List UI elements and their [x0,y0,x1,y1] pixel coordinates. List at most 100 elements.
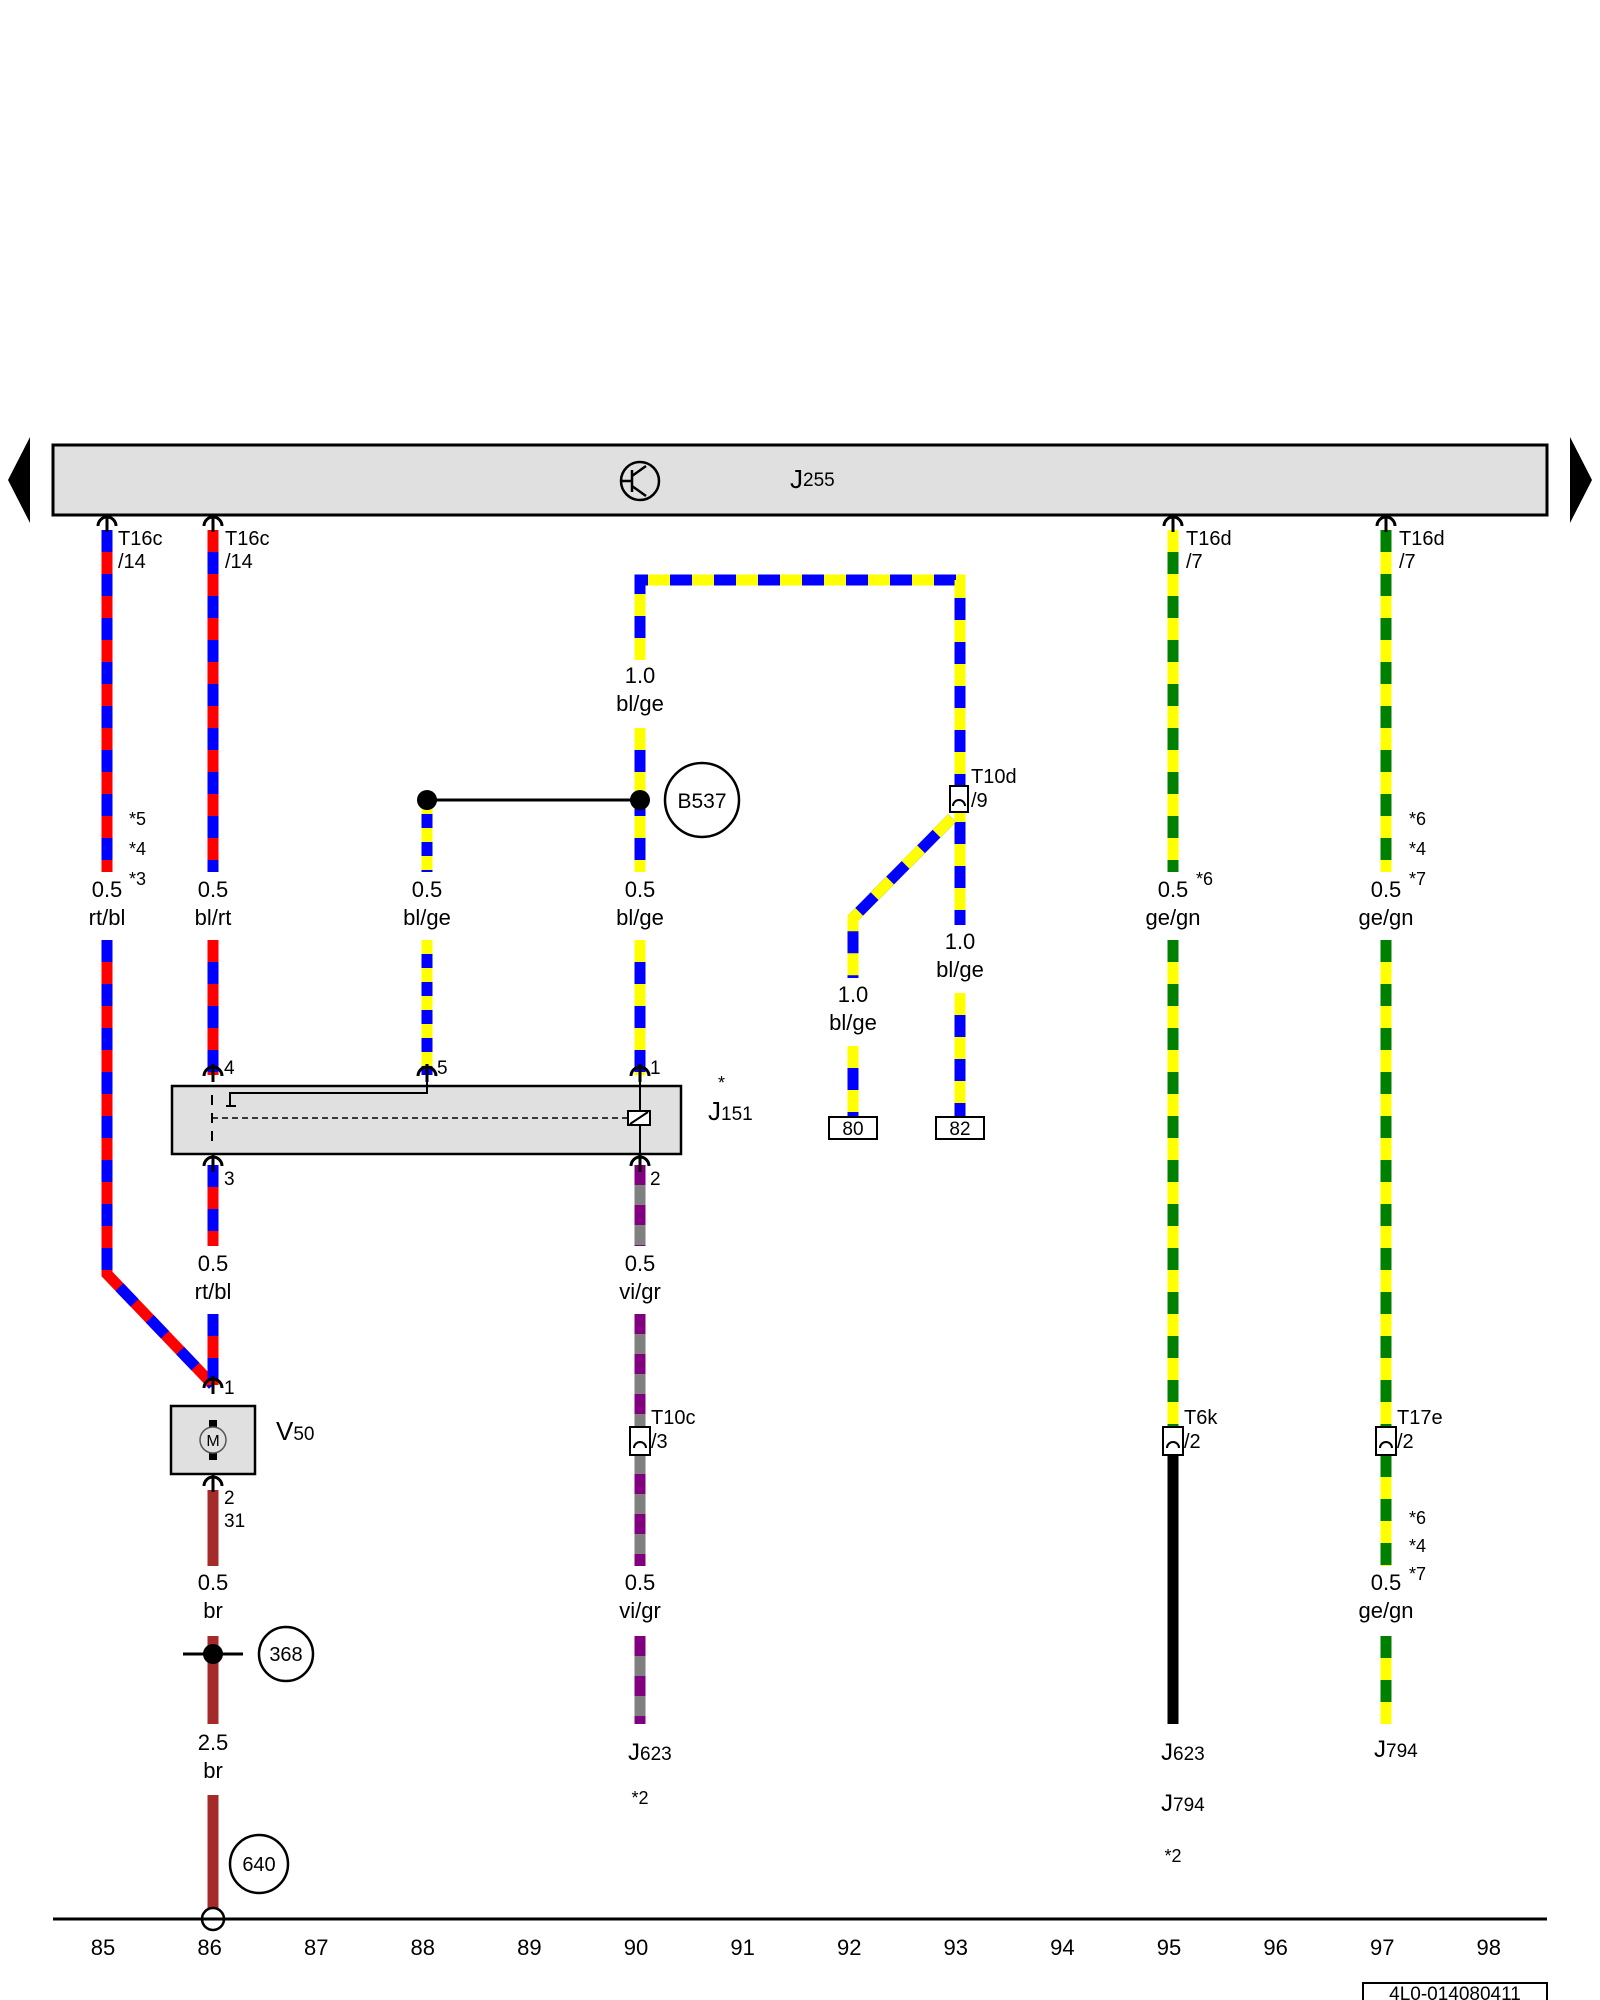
track-number: 85 [91,1935,115,1960]
svg-text:1.0: 1.0 [625,663,656,688]
connector-labels: T16c /14 T16c /14 T16d /7 T16d /7 T10d /… [118,528,1445,1453]
pin-t16c-a [96,514,118,532]
reference-80: 80 [828,1116,878,1140]
svg-text:bl/rt: bl/rt [195,905,232,930]
connector-t10c-pin: /3 [651,1431,668,1453]
inline-connector-t6k [1162,1426,1184,1456]
svg-text:0.5: 0.5 [412,877,443,902]
svg-text:5: 5 [437,1058,448,1079]
svg-text:*6: *6 [1196,869,1213,889]
footnotes: *5 *4 *3 *6 *6 *4 *7 *6 *4 *7 *2 *2 [129,809,1426,1866]
svg-text:br: br [203,1758,223,1783]
connector-t16d-a: T16d [1186,528,1232,550]
svg-text:J623: J623 [628,1739,672,1766]
connector-pins [96,514,1397,1492]
track-number: 92 [837,1935,861,1960]
svg-text:bl/ge: bl/ge [616,691,664,716]
transistor-icon [619,460,661,502]
svg-text:1.0: 1.0 [838,982,869,1007]
connector-t16d-a-pin: /7 [1186,551,1203,573]
svg-text:1: 1 [650,1058,661,1079]
track-number: 87 [304,1935,328,1960]
svg-text:B537: B537 [677,790,726,813]
svg-text:0.5: 0.5 [198,877,229,902]
svg-text:*4: *4 [1409,839,1426,859]
connector-t10d-pin: /9 [971,790,988,812]
svg-text:*2: *2 [631,1788,648,1808]
svg-text:368: 368 [269,1644,302,1666]
svg-text:vi/gr: vi/gr [619,1279,661,1304]
svg-text:1.0: 1.0 [945,929,976,954]
connector-t16d-b: T16d [1399,528,1445,550]
connector-t16d-b-pin: /7 [1399,551,1416,573]
pin-t16d-a [1162,514,1184,532]
svg-text:0.5: 0.5 [1371,877,1402,902]
relay-label: J151 [708,1096,753,1126]
svg-text:*5: *5 [129,809,146,829]
document-id: 4L0-014080411 [1362,1982,1548,2000]
connector-t6k-pin: /2 [1184,1431,1201,1453]
wires [101,530,1392,1919]
svg-text:*4: *4 [129,839,146,859]
splice-b537: B537 [417,761,741,839]
destinations: J623 J623 J794 J794 [628,1736,1418,1817]
svg-text:2: 2 [224,1488,235,1509]
wire-85-lower-stripe [101,940,217,1389]
connector-t17e-pin: /2 [1397,1431,1414,1453]
svg-text:J794: J794 [1374,1736,1418,1763]
svg-text:ge/gn: ge/gn [1145,905,1200,930]
inline-connector-t10c [629,1426,651,1456]
svg-text:0.5: 0.5 [625,877,656,902]
svg-text:0.5: 0.5 [1371,1570,1402,1595]
svg-text:*3: *3 [129,869,146,889]
svg-text:2: 2 [650,1169,661,1190]
svg-text:*7: *7 [1409,1564,1426,1584]
svg-text:bl/ge: bl/ge [616,905,664,930]
track-number: 90 [624,1935,648,1960]
svg-text:rt/bl: rt/bl [195,1279,232,1304]
svg-text:ge/gn: ge/gn [1358,905,1413,930]
control-unit-label: J255 [790,464,835,494]
pin-motor-2 [202,1474,224,1492]
connector-t16c-a: T16c [118,528,162,550]
svg-text:bl/ge: bl/ge [829,1010,877,1035]
svg-text:31: 31 [224,1511,245,1532]
svg-text:vi/gr: vi/gr [619,1598,661,1623]
connector-t10d: T10d [971,766,1017,788]
svg-text:J794: J794 [1161,1790,1205,1817]
connector-t10c: T10c [651,1407,695,1429]
previous-page-arrow[interactable] [8,437,30,523]
track-number: 94 [1050,1935,1074,1960]
next-page-arrow[interactable] [1570,437,1592,523]
svg-text:0.5: 0.5 [625,1251,656,1276]
svg-text:M: M [206,1433,219,1450]
svg-text:80: 80 [842,1119,863,1140]
connector-t16c-b-pin: /14 [225,551,253,573]
svg-text:2.5: 2.5 [198,1730,229,1755]
track-number: 98 [1477,1935,1501,1960]
svg-text:*7: *7 [1409,869,1426,889]
svg-text:*6: *6 [1409,1508,1426,1528]
connector-t16c-b: T16c [225,528,269,550]
track-number: 93 [944,1935,968,1960]
connector-t6k: T6k [1184,1407,1218,1429]
motor-label: V50 [276,1416,314,1446]
connector-t16c-a-pin: /14 [118,551,146,573]
relay-asterisk: * [718,1073,725,1093]
track-number: 88 [411,1935,435,1960]
control-unit-bar: J255 [51,443,1549,517]
svg-text:rt/bl: rt/bl [89,905,126,930]
inline-connector-t10d [949,785,969,813]
svg-text:82: 82 [949,1119,970,1140]
svg-text:0.5: 0.5 [198,1251,229,1276]
svg-text:0.5: 0.5 [198,1570,229,1595]
svg-text:bl/ge: bl/ge [403,905,451,930]
svg-text:ge/gn: ge/gn [1358,1598,1413,1623]
svg-text:bl/ge: bl/ge [936,957,984,982]
track-number: 86 [197,1935,221,1960]
pin-relay-3 [202,1154,224,1172]
svg-text:640: 640 [242,1854,275,1876]
pin-motor-1 [202,1376,224,1394]
svg-text:0.5: 0.5 [92,877,123,902]
